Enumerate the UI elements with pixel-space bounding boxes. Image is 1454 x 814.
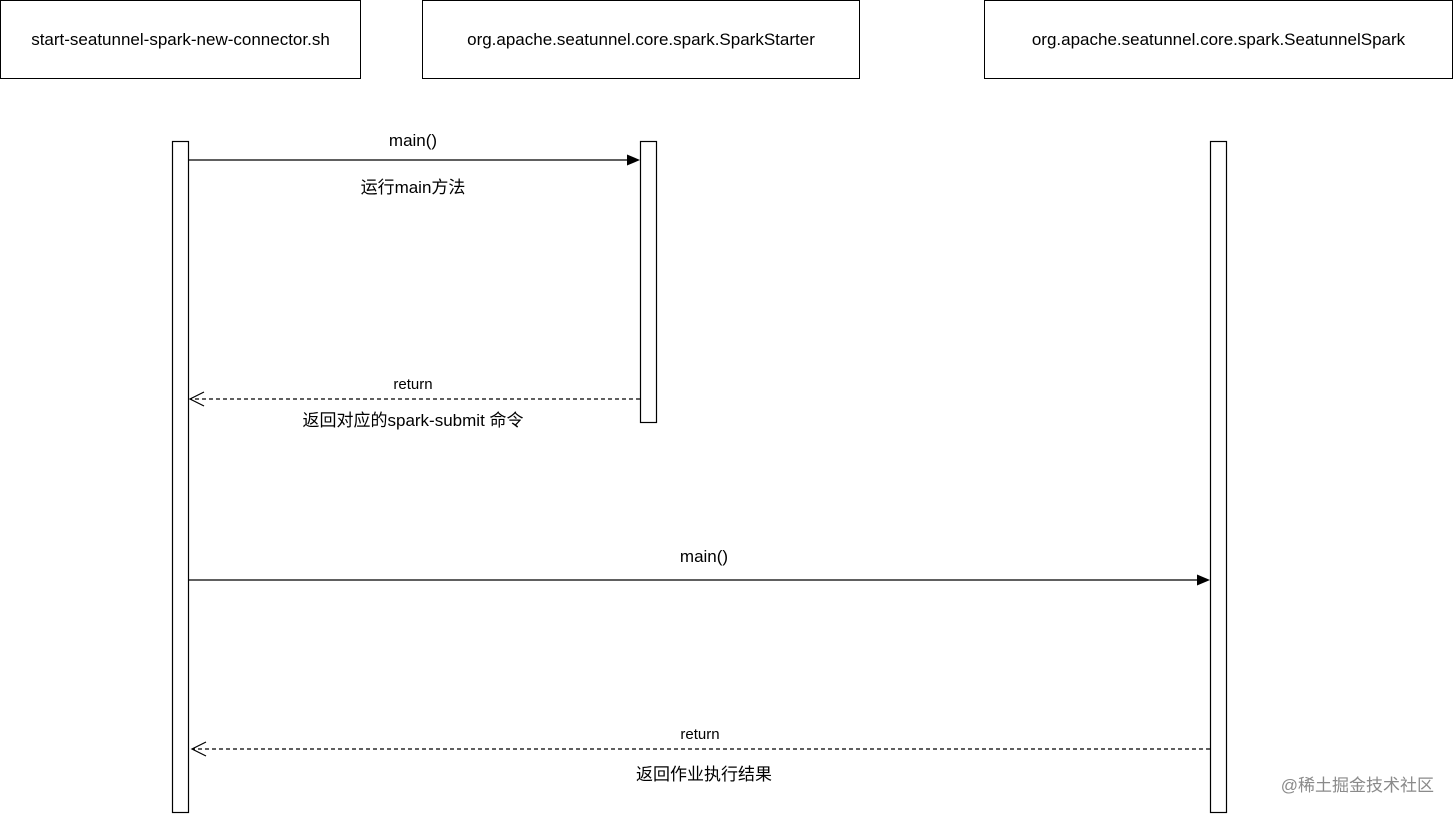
participant-spark-starter: org.apache.seatunnel.core.spark.SparkSta… — [422, 0, 860, 79]
activation-bar-spark-starter — [639, 140, 658, 424]
arrowhead-open — [190, 741, 207, 757]
arrowhead-solid — [1197, 574, 1210, 586]
participant-seatunnel-spark-label: org.apache.seatunnel.core.spark.Seatunne… — [1031, 29, 1406, 49]
participant-spark-starter-label: org.apache.seatunnel.core.spark.SparkSta… — [467, 29, 815, 49]
message-label-main-call-2: main() — [679, 547, 729, 566]
activation-bar-seatunnel-spark — [1209, 140, 1228, 814]
message-call-spark-starter — [189, 154, 640, 166]
arrowhead-open — [188, 391, 205, 407]
message-label-main-call-1: main() — [388, 131, 438, 150]
message-label-return-1: return — [393, 376, 433, 393]
participant-shell-script-label: start-seatunnel-spark-new-connector.sh — [31, 29, 330, 49]
message-label-return-2: return — [680, 726, 720, 743]
participant-seatunnel-spark: org.apache.seatunnel.core.spark.Seatunne… — [984, 0, 1453, 79]
message-note-return-spark-submit: 返回对应的spark-submit 命令 — [302, 411, 524, 430]
message-call-seatunnel-spark — [189, 574, 1210, 586]
message-return-spark-starter — [188, 391, 640, 407]
activation-bar-shell — [171, 140, 190, 814]
arrowhead-solid — [627, 154, 640, 166]
participant-shell-script: start-seatunnel-spark-new-connector.sh — [0, 0, 361, 79]
message-note-run-main: 运行main方法 — [360, 178, 466, 197]
message-return-seatunnel-spark — [190, 741, 1210, 757]
message-note-job-result: 返回作业执行结果 — [636, 765, 772, 784]
watermark: @稀土掘金技术社区 — [1280, 776, 1434, 795]
